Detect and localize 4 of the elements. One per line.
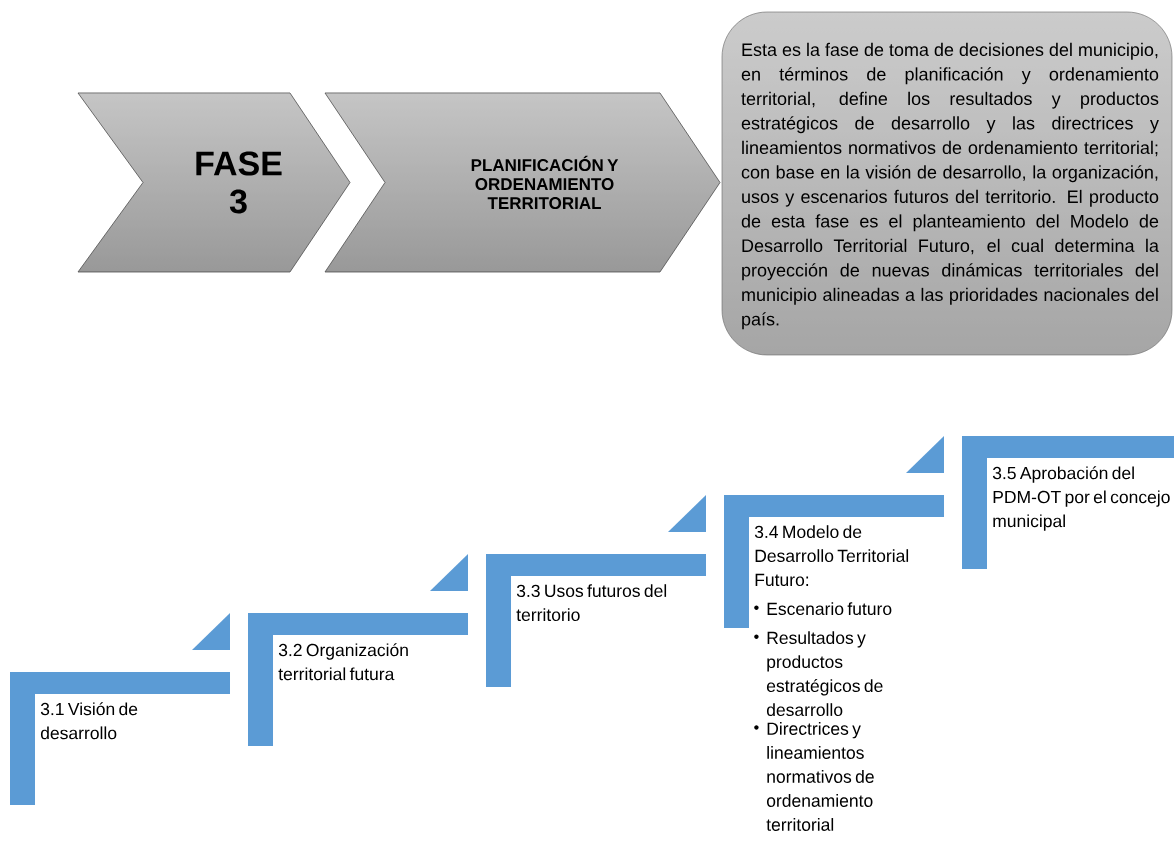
node-label: Directrices y lineamientos normativos de ordenamiento territorial xyxy=(766,722,874,831)
chevron-step: PLANIFICACIÓN Y ORDENAMIENTO TERRITORIAL xyxy=(324,92,721,273)
node-label: Resultados y productos estratégicos de desarrollo xyxy=(766,631,883,717)
chevron-step: FASE 3 xyxy=(77,92,351,273)
